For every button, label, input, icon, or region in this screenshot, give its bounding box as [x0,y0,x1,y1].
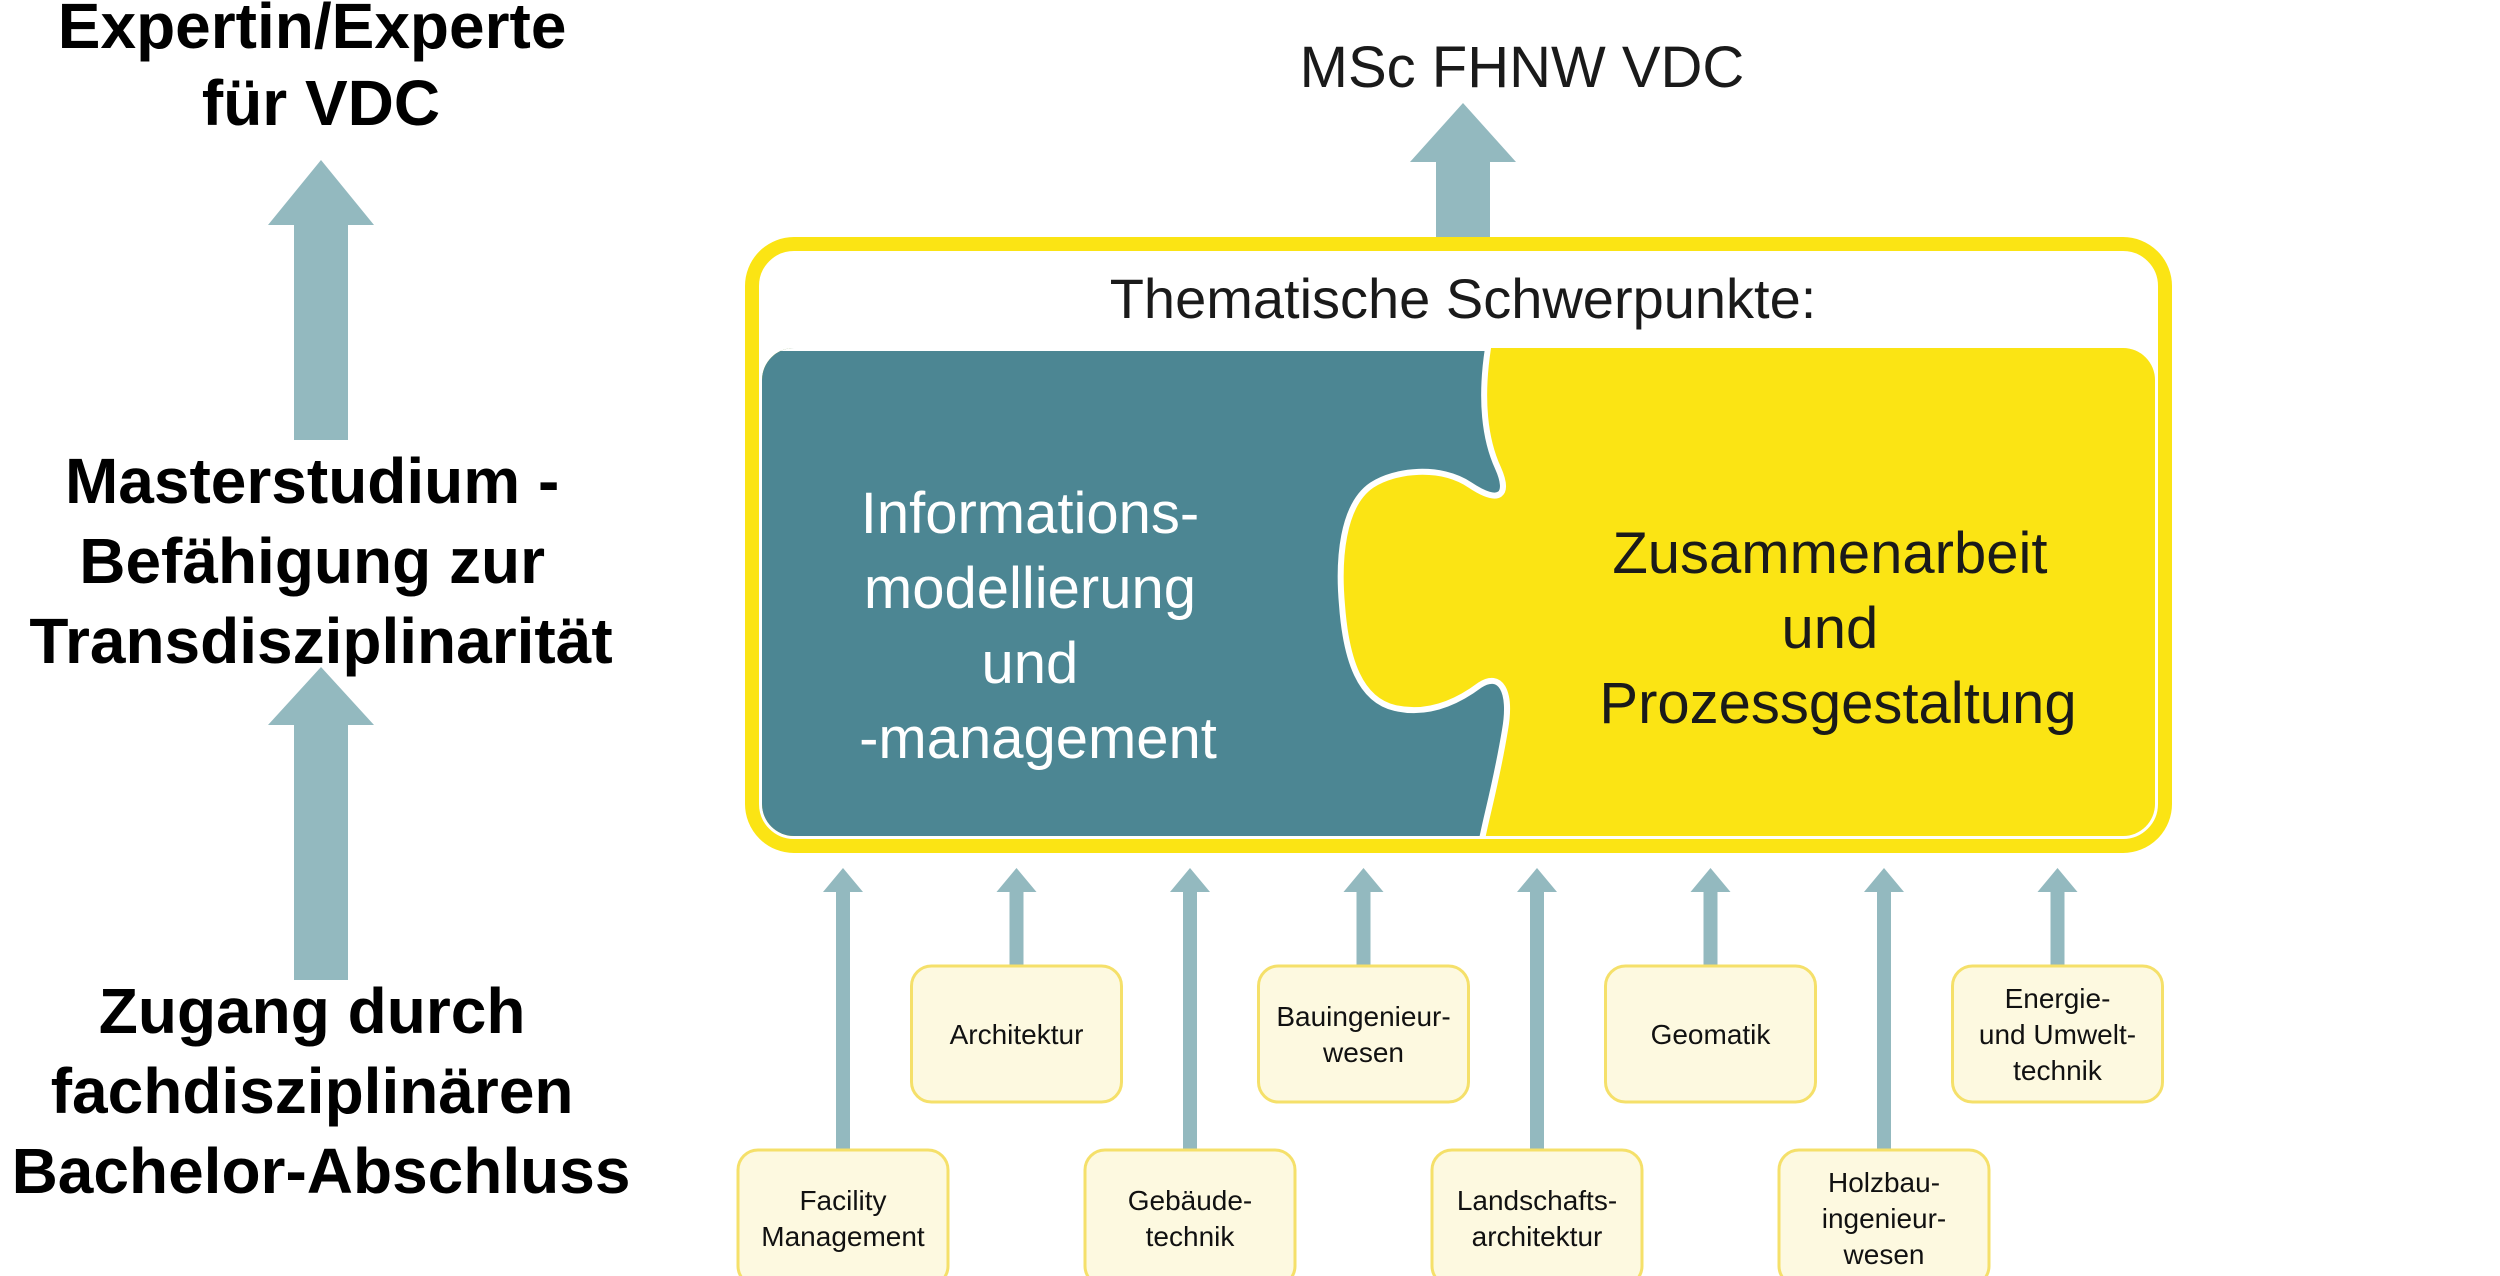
focus-right-line-1: Zusammenarbeit [1612,521,2047,586]
discipline-label-line: architektur [1472,1221,1603,1252]
focus-right-label: Zusammenarbeit und Prozessgestaltung [1599,521,2076,736]
discipline-item: Landschafts-architektur [1430,868,1644,1276]
discipline-box [1257,964,1470,1104]
discipline-arrow-head [1343,868,1384,892]
left-arrows [268,160,374,980]
arrow-to-master [268,667,374,980]
discipline-arrow-shaft [1703,888,1718,966]
master-line-2: Befähigung zur [79,525,545,597]
discipline-arrow-head [2037,868,2078,892]
discipline-box [910,964,1123,1104]
discipline-label-line: Geomatik [1651,1019,1772,1050]
discipline-label-line: technik [1146,1221,1236,1252]
focus-header: Thematische Schwerpunkte: [1110,267,1817,330]
discipline-arrow-shaft [1183,888,1197,1150]
discipline-arrow-shaft [1009,888,1024,966]
discipline-label-line: technik [2013,1055,2103,1086]
discipline-label: Gebäude-technik [1128,1185,1253,1252]
focus-left-line-4: -management [859,706,1217,771]
discipline-label: Holzbau-ingenieur-wesen [1822,1167,1947,1270]
focus-left-line-2: modellierung [864,556,1196,621]
discipline-label-line: Energie- [2005,983,2111,1014]
program-title: MSc FHNW VDC [1300,35,1745,100]
discipline-box [1604,964,1817,1104]
discipline-box [1951,964,2164,1104]
discipline-item: Geomatik [1604,868,1817,1104]
discipline-label: Bauingenieur-wesen [1276,1001,1450,1068]
arrow-to-program-title [1410,103,1516,238]
discipline-label: Landschafts-architektur [1457,1185,1617,1252]
discipline-label-line: Management [761,1221,925,1252]
goal-line-2: für VDC [202,67,440,139]
discipline-item: Bauingenieur-wesen [1257,868,1470,1104]
discipline-label-line: Bauingenieur- [1276,1001,1450,1032]
discipline-box [736,1148,950,1276]
focus-right-line-3: Prozessgestaltung [1599,671,2076,736]
goal-line-1: Expertin/Experte [58,0,567,62]
focus-right-line-2: und [1782,596,1879,661]
discipline-arrow-shaft [1877,888,1891,1150]
discipline-label-line: Gebäude- [1128,1185,1253,1216]
discipline-label: Energie-und Umwelt-technik [1979,983,2136,1086]
discipline-arrow-head [1690,868,1731,892]
program-box: Thematische Schwerpunkte: Informations- … [745,237,2172,853]
discipline-arrow-head [996,868,1037,892]
focus-left-label: Informations- modellierung und -manageme… [859,481,1217,771]
discipline-arrow-shaft [1356,888,1371,966]
master-label: Masterstudium - Befähigung zur Transdisz… [29,445,612,677]
master-line-1: Masterstudium - [65,445,559,517]
discipline-label-line: wesen [1843,1239,1925,1270]
discipline-arrow-head [1170,868,1210,892]
discipline-label-line: Architektur [950,1019,1084,1050]
discipline-box [1430,1148,1644,1276]
discipline-label-line: Landschafts- [1457,1185,1617,1216]
discipline-arrow-shaft [1530,888,1544,1150]
master-line-3: Transdisziplinarität [29,605,612,677]
discipline-arrow-shaft [2050,888,2065,966]
access-line-2: fachdisziplinären [51,1055,574,1127]
discipline-arrow-head [1517,868,1557,892]
discipline-arrow-head [1864,868,1904,892]
discipline-label-line: wesen [1322,1037,1404,1068]
discipline-arrow-shaft [836,888,850,1150]
discipline-label-line: und Umwelt- [1979,1019,2136,1050]
discipline-item: Gebäude-technik [1083,868,1297,1276]
focus-left-line-1: Informations- [861,481,1199,546]
discipline-arrow-head [823,868,863,892]
discipline-box [1777,1148,1991,1276]
discipline-label-line: Facility [799,1185,886,1216]
discipline-label: Geomatik [1651,1019,1772,1050]
discipline-item: Holzbau-ingenieur-wesen [1777,868,1991,1276]
access-line-1: Zugang durch [99,975,526,1047]
access-label: Zugang durch fachdisziplinären Bachelor-… [12,975,631,1207]
discipline-label-line: ingenieur- [1822,1203,1947,1234]
access-line-3: Bachelor-Abschluss [12,1135,631,1207]
discipline-box [1083,1148,1297,1276]
discipline-item: Energie-und Umwelt-technik [1951,868,2164,1104]
arrow-to-goal [268,160,374,440]
discipline-item: Architektur [910,868,1123,1104]
discipline-label: Architektur [950,1019,1084,1050]
discipline-label-line: Holzbau- [1828,1167,1940,1198]
focus-left-puzzle-piece [762,348,1511,836]
focus-left-line-3: und [982,631,1079,696]
goal-label: Expertin/Experte für VDC [58,0,584,139]
